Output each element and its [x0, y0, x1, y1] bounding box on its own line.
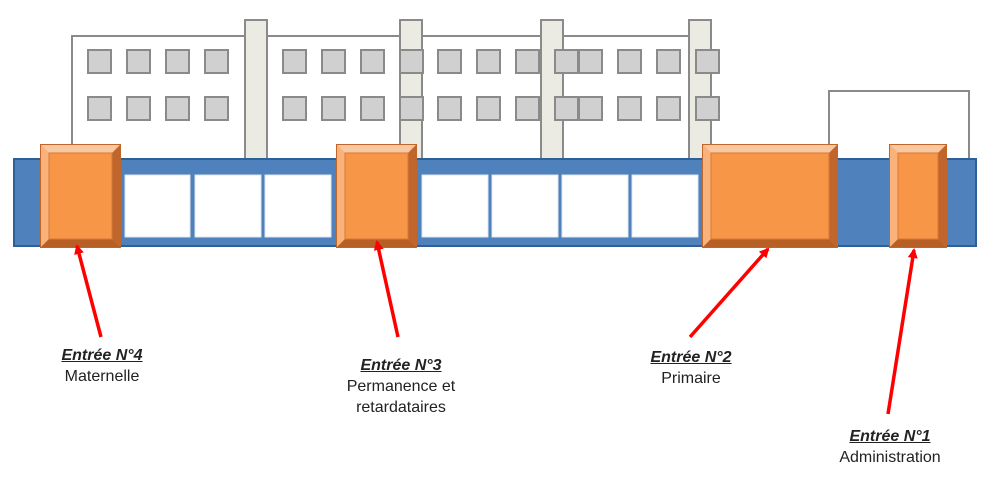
entrance-1-desc: Administration: [839, 449, 941, 466]
door-entrance-2: [702, 144, 838, 248]
window: [656, 96, 681, 121]
window: [165, 96, 190, 121]
window: [204, 96, 229, 121]
window: [126, 49, 151, 74]
window: [578, 49, 603, 74]
window: [321, 49, 346, 74]
window: [554, 49, 579, 74]
ground-floor-bay: [561, 174, 629, 238]
window: [695, 96, 720, 121]
window: [515, 49, 540, 74]
window: [282, 96, 307, 121]
ground-floor-bay: [264, 174, 332, 238]
arrow-entrance-4: [74, 244, 103, 338]
window: [476, 49, 501, 74]
window: [695, 49, 720, 74]
window: [617, 96, 642, 121]
window: [87, 96, 112, 121]
entrance-4-label: Entrée N°4 Maternelle: [27, 345, 177, 387]
entrance-3-label: Entrée N°3 Permanence et retardataires: [321, 355, 481, 418]
window: [204, 49, 229, 74]
entrance-1-title: Entrée N°1: [849, 428, 931, 445]
entrance-2-title: Entrée N°2: [650, 349, 732, 366]
arrow-entrance-2: [688, 247, 770, 339]
entrance-doors: [40, 144, 947, 248]
door-entrance-1: [889, 144, 947, 248]
window: [656, 49, 681, 74]
window: [399, 49, 424, 74]
window: [321, 96, 346, 121]
ground-floor-bay: [491, 174, 559, 238]
window: [554, 96, 579, 121]
window: [360, 49, 385, 74]
entrance-arrows: [74, 240, 918, 415]
window: [360, 96, 385, 121]
entrance-3-title: Entrée N°3: [360, 357, 442, 374]
entrance-3-desc-line1: Permanence et: [346, 378, 456, 395]
entrance-1-label: Entrée N°1 Administration: [810, 426, 970, 468]
window: [126, 96, 151, 121]
arrow-entrance-3: [373, 240, 400, 338]
ground-floor-bay: [124, 174, 191, 238]
window: [282, 49, 307, 74]
ground-floor-bay: [631, 174, 699, 238]
entrance-4-desc: Maternelle: [64, 368, 140, 385]
window: [476, 96, 501, 121]
entrance-2-label: Entrée N°2 Primaire: [616, 347, 766, 389]
arrow-entrance-1: [886, 248, 918, 415]
entrance-4-title: Entrée N°4: [61, 347, 143, 364]
entrance-2-desc: Primaire: [661, 370, 721, 387]
door-entrance-3: [336, 144, 417, 248]
window: [578, 96, 603, 121]
ground-floor-bay: [194, 174, 262, 238]
window: [165, 49, 190, 74]
window: [437, 49, 462, 74]
window: [87, 49, 112, 74]
window: [399, 96, 424, 121]
window: [617, 49, 642, 74]
window: [515, 96, 540, 121]
ground-floor-bays: [124, 174, 699, 238]
building-windows: [87, 49, 720, 121]
window: [437, 96, 462, 121]
ground-floor-bay: [421, 174, 489, 238]
door-entrance-4: [40, 144, 121, 248]
entrance-3-desc-line2: retardataires: [356, 399, 446, 416]
